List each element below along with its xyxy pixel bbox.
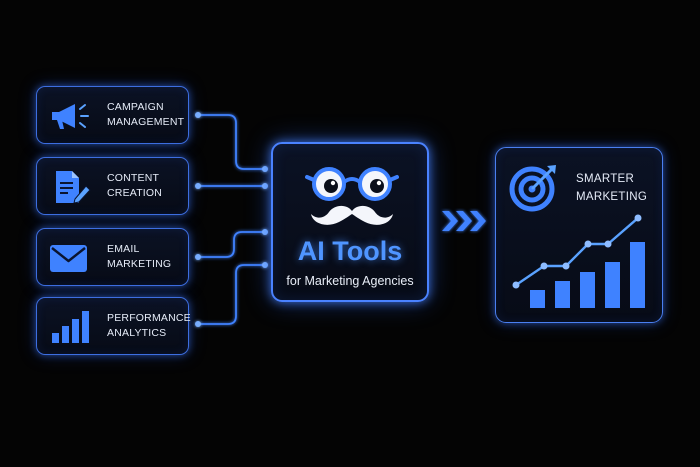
connector-dot [195,112,201,118]
label-line: SMARTER [576,173,635,185]
connector-dot [262,262,268,268]
campaign-management-card: CAMPAIGN MANAGEMENT [36,86,189,144]
performance-analytics-label: PERFORMANCE ANALYTICS [107,298,191,354]
label-line: ANALYTICS [107,327,167,339]
center-subtitle: for Marketing Agencies [286,274,414,288]
connector-dot [262,166,268,172]
label-line: CONTENT [107,172,160,184]
growth-bar-line-chart-icon [512,214,645,308]
label-line: CAMPAIGN [107,101,164,113]
bar-chart-icon [52,311,89,343]
connector-dot [195,321,201,327]
campaign-management-label: CAMPAIGN MANAGEMENT [107,87,184,143]
center-title: AI Tools [297,236,403,266]
connector-line-email [198,231,265,258]
label-line: MANAGEMENT [107,116,185,128]
connector-dot [195,254,201,260]
envelope-icon [50,245,87,272]
triple-chevron-right-icon [442,211,486,231]
target-arrow-icon [509,165,556,212]
content-creation-card: CONTENT CREATION [36,157,189,215]
email-marketing-label: EMAIL MARKETING [107,229,171,285]
connector-line-analytics [198,264,265,325]
ai-tools-card: AI Tools for Marketing Agencies [271,142,429,302]
label-line: MARKETING [576,191,648,203]
document-edit-icon [56,171,91,203]
connector-dot [262,229,268,235]
email-marketing-card: EMAIL MARKETING [36,228,189,286]
performance-analytics-card: PERFORMANCE ANALYTICS [36,297,191,355]
smarter-marketing-label: SMARTER MARKETING [576,170,647,206]
mustache-glasses-mascot-icon [305,167,399,225]
label-line: CREATION [107,187,163,199]
content-creation-label: CONTENT CREATION [107,158,162,214]
label-line: MARKETING [107,258,172,270]
megaphone-icon [52,104,89,129]
label-line: EMAIL [107,243,140,255]
connector-dot [262,183,268,189]
connector-line-campaign [198,114,265,170]
connector-dot [195,183,201,189]
label-line: PERFORMANCE [107,312,191,324]
smarter-marketing-card: SMARTER MARKETING [495,147,663,323]
